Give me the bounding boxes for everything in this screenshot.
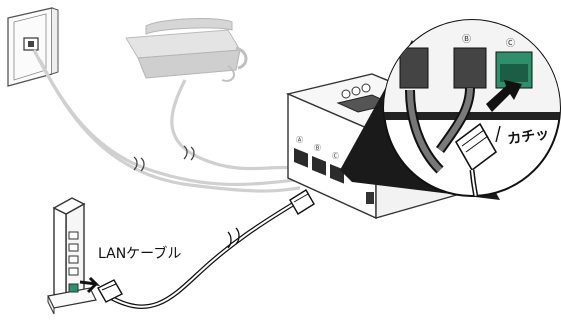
telephone-icon bbox=[125, 18, 248, 82]
zoom-port-mark-c: Ⓒ bbox=[506, 38, 515, 49]
phone-cables bbox=[32, 49, 301, 193]
insert-arrow-icon bbox=[486, 80, 522, 112]
zoom-port-mark-b: Ⓑ bbox=[462, 34, 471, 45]
lan-plug-device-icon bbox=[289, 189, 315, 215]
zoom-circle-icon: Ⓑ Ⓒ bbox=[383, 19, 561, 197]
wall-jack-icon bbox=[7, 7, 59, 87]
port-mark-b: Ⓑ bbox=[314, 144, 321, 152]
insert-arrow-small-icon bbox=[79, 276, 101, 294]
click-tick-mark bbox=[495, 125, 501, 143]
port-mark-c: Ⓒ bbox=[332, 152, 339, 160]
lan-cable bbox=[106, 198, 302, 309]
cable-break-marks bbox=[133, 145, 195, 172]
port-mark-a: Ⓐ bbox=[296, 136, 303, 144]
lan-cable-label: LANケーブル bbox=[98, 246, 182, 262]
router-icon bbox=[47, 197, 97, 315]
lan-plug-icon bbox=[97, 279, 123, 303]
